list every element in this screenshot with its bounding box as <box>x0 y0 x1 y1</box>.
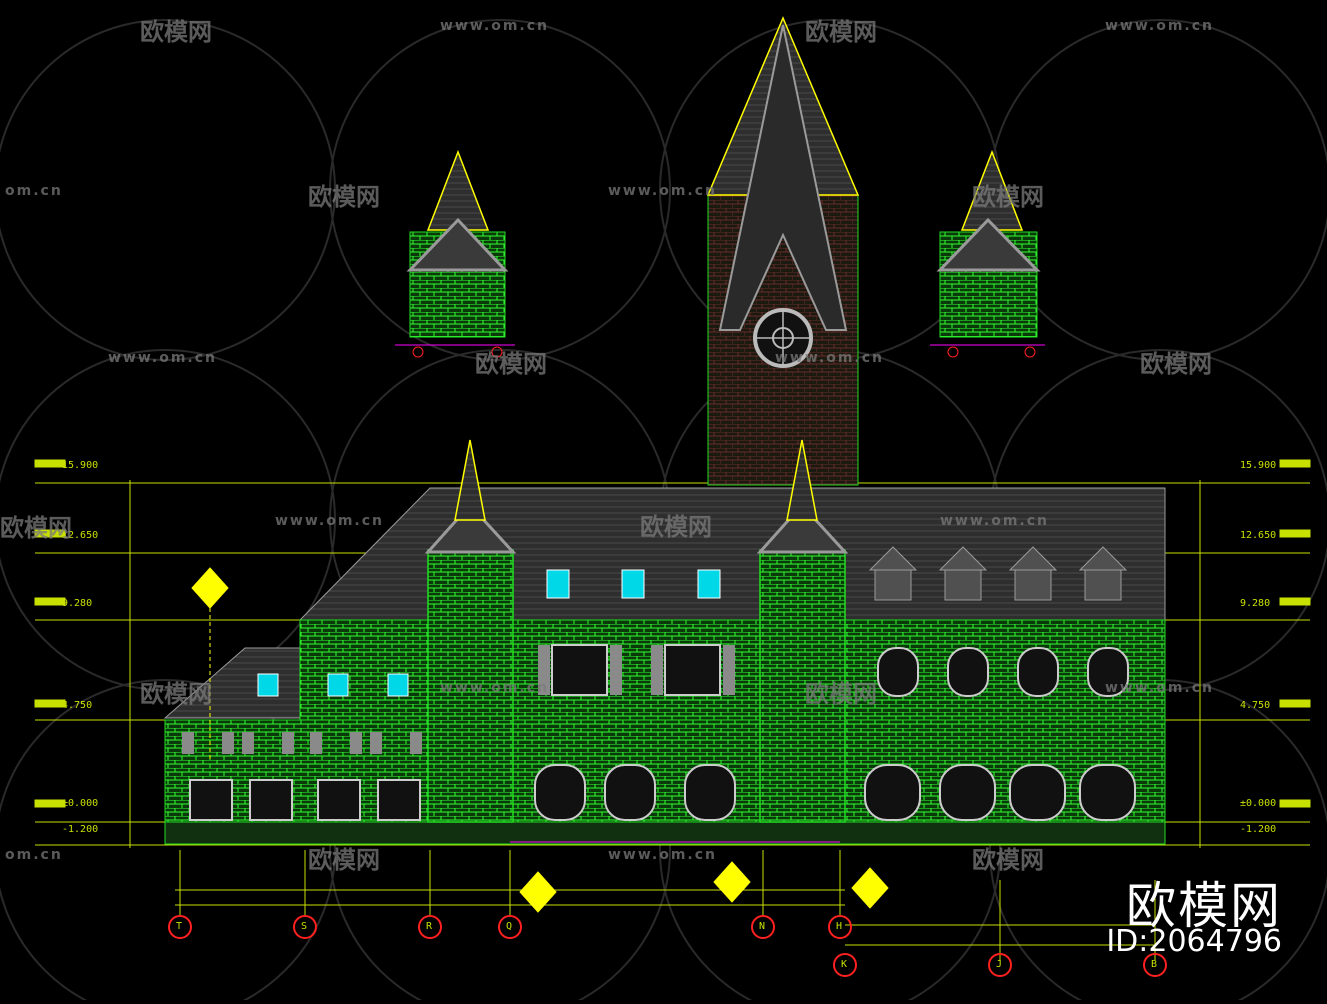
watermark-logo: 欧模网 <box>805 18 877 46</box>
watermark-url: www.om.cn <box>608 183 718 199</box>
watermark-logo: 欧模网 <box>1140 350 1212 378</box>
axis-label: H <box>836 921 843 932</box>
level-label: ±0.000 <box>62 798 99 809</box>
axis-label: K <box>841 959 848 970</box>
watermark-url: www.om.cn <box>1105 18 1215 34</box>
watermark-url: www.om.cn <box>940 513 1050 529</box>
watermark-url: www.om.cn <box>608 847 718 863</box>
watermark-url: www.om.cn <box>1105 680 1215 696</box>
plinth <box>164 821 1166 845</box>
level-label: 12.650 <box>62 530 99 541</box>
level-label: 15.900 <box>1240 460 1277 471</box>
watermark-logo: 欧模网 <box>805 680 877 708</box>
ground-windows <box>189 764 1136 821</box>
axis-label: S <box>301 921 308 932</box>
right-tower <box>756 439 849 823</box>
level-label: 15.900 <box>62 460 99 471</box>
watermark-logo: 欧模网 <box>640 513 712 541</box>
watermark-url: www.om.cn <box>775 350 885 366</box>
axis-label: T <box>176 921 183 932</box>
level-label: ±0.000 <box>1240 798 1277 809</box>
dormers-gray <box>868 546 1128 601</box>
clock-tower <box>706 16 860 486</box>
upper-windows <box>551 644 1129 697</box>
watermark-logo: 欧模网 <box>308 846 380 874</box>
axis-label: J <box>996 959 1003 970</box>
dormers-cyan <box>257 569 721 697</box>
level-label: -1.200 <box>62 824 99 835</box>
watermark-logo: 欧模网 <box>140 18 212 46</box>
brand-name: 欧模网 <box>1126 877 1282 935</box>
watermark-url: om.cn <box>5 847 63 863</box>
watermark-url: www.om.cn <box>108 350 218 366</box>
watermark-url: om.cn <box>5 183 63 199</box>
watermark-logo: 欧模网 <box>972 846 1044 874</box>
left-tower <box>424 439 517 823</box>
axis-label: R <box>426 921 433 932</box>
side-detail-right <box>930 149 1045 358</box>
level-label: 12.650 <box>1240 530 1277 541</box>
shutters <box>182 645 735 754</box>
axis-label: Q <box>506 921 513 932</box>
level-label: 4.750 <box>62 700 93 711</box>
watermark-logo: 欧模网 <box>475 350 547 378</box>
watermark-logo: 欧模网 <box>0 514 72 542</box>
watermark-url: www.om.cn <box>275 513 385 529</box>
level-label: 9.280 <box>1240 598 1271 609</box>
level-label: -1.200 <box>1240 824 1277 835</box>
brand-id: ID:2064796 <box>1106 924 1282 959</box>
section-markers <box>191 567 889 913</box>
watermark-logo: 欧模网 <box>308 183 380 211</box>
watermark-logo: 欧模网 <box>140 680 212 708</box>
level-label: 4.750 <box>1240 700 1271 711</box>
side-detail-left <box>395 149 515 358</box>
level-label: 9.280 <box>62 598 93 609</box>
watermark-logo: 欧模网 <box>972 183 1044 211</box>
watermark-url: www.om.cn <box>440 18 550 34</box>
axis-label: B <box>1151 959 1158 970</box>
axis-label: N <box>759 921 766 932</box>
watermark-url: www.om.cn <box>440 680 550 696</box>
